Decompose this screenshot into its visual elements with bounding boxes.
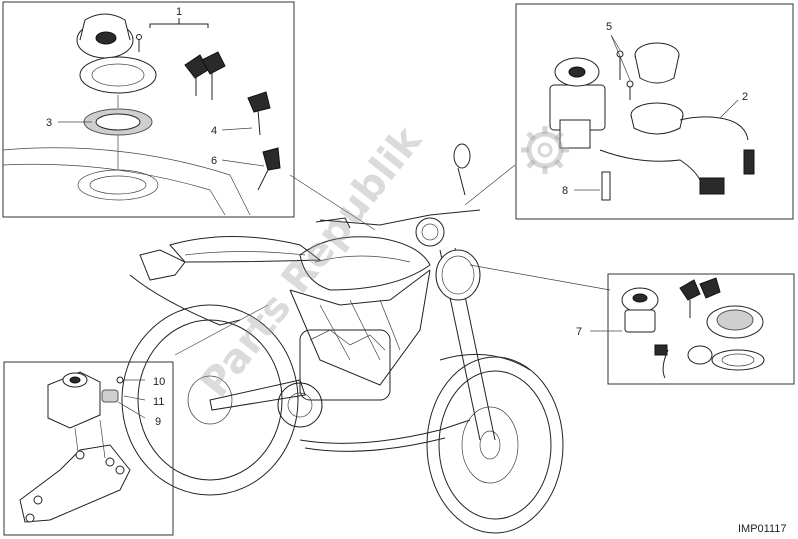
fuel-cap-key-group (2, 1, 295, 218)
callout-labels: 1 3 4 6 5 2 8 7 10 11 9 (46, 6, 748, 428)
control-unit-group (3, 361, 174, 536)
ignition-switch-group (515, 3, 794, 220)
callout-2: 2 (742, 91, 748, 103)
callout-3: 3 (46, 117, 52, 129)
callout-10: 10 (153, 376, 165, 388)
callout-6: 6 (211, 155, 217, 167)
motorcycle-illustration (121, 143, 611, 534)
callout-4: 4 (211, 125, 217, 137)
callout-7: 7 (576, 326, 582, 338)
callout-8: 8 (562, 185, 568, 197)
lock-kit-group (590, 273, 795, 385)
gear-icon (521, 126, 569, 174)
callout-5: 5 (606, 21, 612, 33)
callout-9: 9 (155, 416, 161, 428)
diagram-code: IMP01117 (738, 523, 787, 535)
callout-1: 1 (176, 6, 182, 18)
callout-11: 11 (153, 396, 164, 408)
